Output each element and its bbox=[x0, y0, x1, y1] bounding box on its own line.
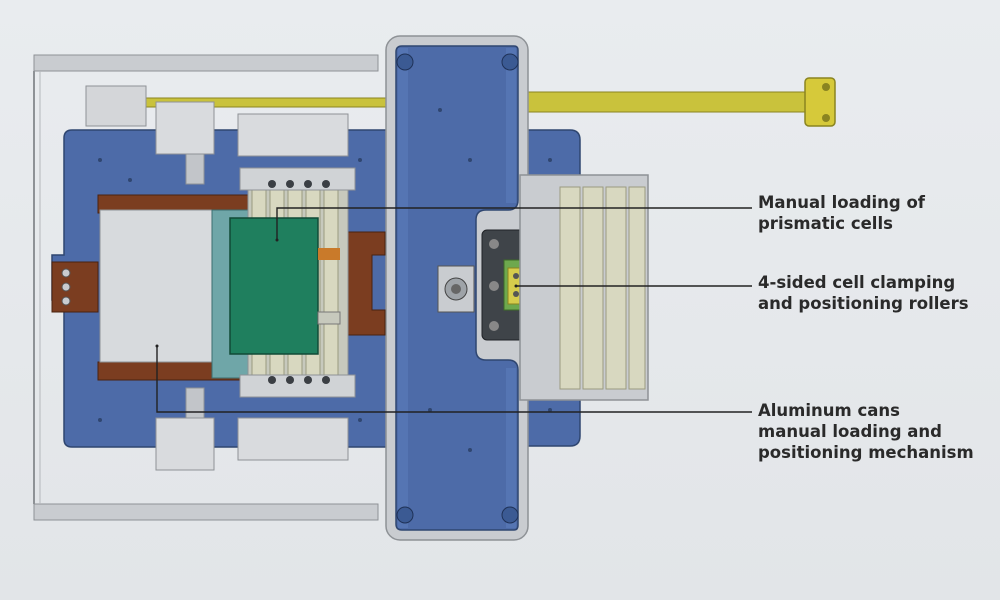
callout-manual-loading: Manual loading of prismatic cells bbox=[758, 193, 925, 233]
aluminum-can-tray bbox=[99, 209, 213, 363]
top-rail bbox=[33, 54, 379, 72]
copper-bracket-right bbox=[347, 231, 386, 336]
rod-end-fitting bbox=[804, 77, 836, 127]
clamp-cylinder-top bbox=[155, 101, 215, 155]
bottom-rail bbox=[33, 503, 379, 521]
guide-block-bottom bbox=[237, 417, 349, 461]
callout-aluminum-cans: Aluminum cans manual loading and positio… bbox=[758, 401, 974, 462]
actuator-box bbox=[85, 85, 147, 127]
copper-bracket-left bbox=[51, 261, 99, 313]
prismatic-cell bbox=[229, 217, 319, 355]
roller-conveyor bbox=[559, 186, 646, 390]
callout-clamping-rollers: 4-sided cell clamping and positioning ro… bbox=[758, 273, 969, 313]
leader-manual-loading bbox=[276, 207, 752, 240]
leader-lines bbox=[156, 207, 752, 413]
yellow-rod-right bbox=[519, 91, 821, 113]
leader-aluminum-cans bbox=[156, 346, 752, 413]
center-mount bbox=[437, 265, 475, 313]
guide-block-top bbox=[237, 113, 349, 157]
clamp-cylinder-bottom bbox=[155, 417, 215, 471]
